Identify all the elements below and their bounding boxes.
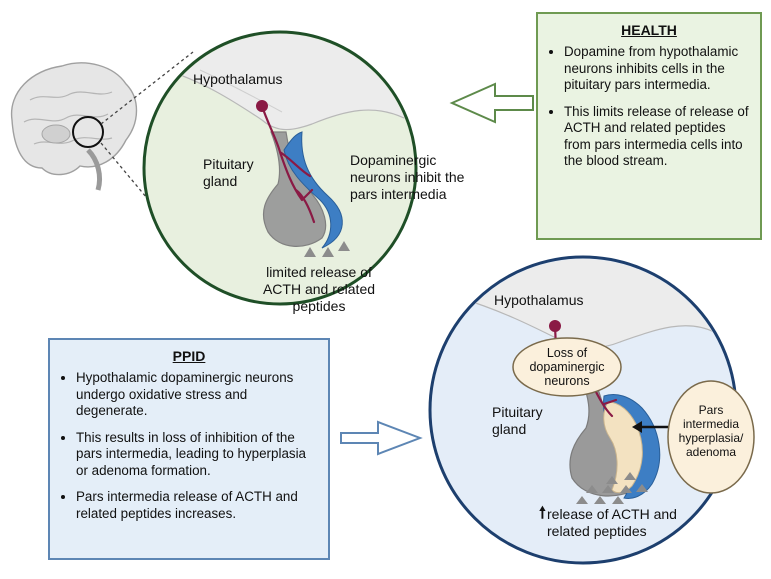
ppid-bullet: Hypothalamic dopaminergic neurons underg… <box>76 370 318 420</box>
arrow-to-ppid <box>340 420 423 456</box>
ppid-bullets: Hypothalamic dopaminergic neurons underg… <box>60 370 318 522</box>
arrow-to-health <box>449 82 534 124</box>
bottom-hypothalamus-label: Hypothalamus <box>494 292 584 308</box>
hyperplasia-label: Pars intermedia hyperplasia/ adenoma <box>678 403 744 459</box>
ppid-title: PPID <box>172 348 206 364</box>
neuron-axon <box>260 104 316 224</box>
ppid-box: PPID Hypothalamic dopaminergic neurons u… <box>48 338 330 560</box>
top-pituitary-label: Pituitary gland <box>203 156 254 189</box>
loss-ellipse <box>512 337 622 397</box>
peptide-triangles-top <box>304 241 350 257</box>
bottom-pituitary-label: Pituitary gland <box>492 404 543 437</box>
top-release-label: limited release of ACTH and related pept… <box>262 264 376 314</box>
zoom-line-top <box>100 51 194 125</box>
top-hypothalamus-label: Hypothalamus <box>193 71 283 87</box>
ppid-bullet: This results in loss of inhibition of th… <box>76 430 318 480</box>
top-dopaminergic-label: Dopaminergic neurons inhibit the pars in… <box>350 152 465 202</box>
peptide-triangles-bottom <box>576 472 648 504</box>
hyperplasia-ellipse <box>667 380 755 494</box>
brain-illustration <box>10 62 138 191</box>
health-box: HEALTH Dopamine from hypothalamic neuron… <box>536 12 762 240</box>
health-circle <box>142 30 418 306</box>
health-title: HEALTH <box>621 22 677 38</box>
health-bullets: Dopamine from hypothalamic neurons inhib… <box>548 44 750 170</box>
ppid-bullet: Pars intermedia release of ACTH and rela… <box>76 489 318 522</box>
up-arrow-icon: 🠕 <box>539 505 546 522</box>
health-bullet: Dopamine from hypothalamic neurons inhib… <box>564 44 750 94</box>
bottom-release-label: release of ACTH and related peptides <box>547 506 677 539</box>
loss-label: Loss of dopaminergic neurons <box>529 346 605 388</box>
health-bullet: This limits release of release of ACTH a… <box>564 104 750 170</box>
